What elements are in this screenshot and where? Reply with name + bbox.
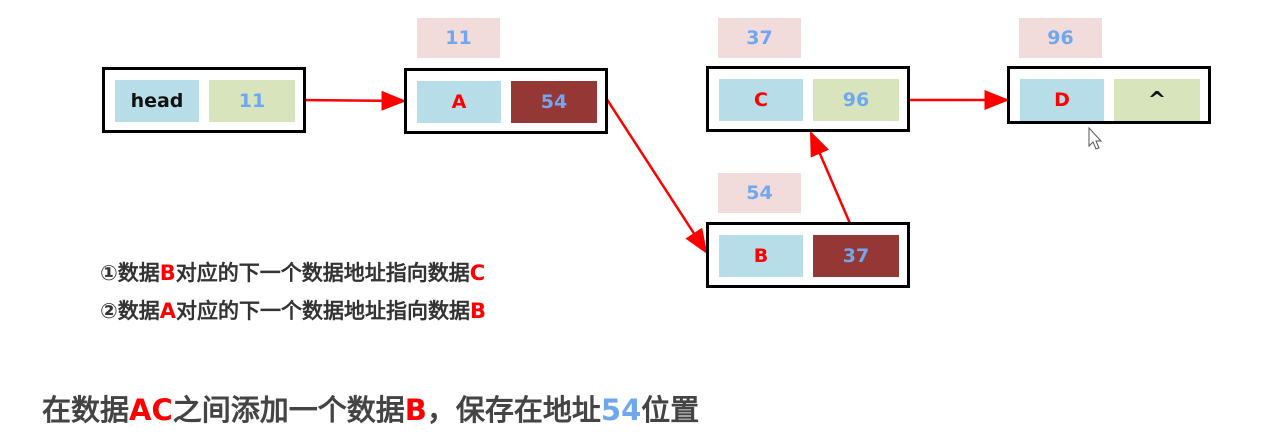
head-next-cell: 11 — [209, 80, 295, 122]
mouse-cursor-icon — [1088, 126, 1103, 150]
arrow-a-to-b — [595, 83, 708, 255]
node-b: B 37 — [706, 222, 910, 288]
node-b-data-cell: B — [719, 235, 803, 277]
arrow-b-to-c — [809, 130, 857, 236]
node-a: A 54 — [404, 68, 608, 134]
caption: 在数据AC之间添加一个数据B，保存在地址54位置 — [42, 393, 700, 427]
node-c: C 96 — [706, 66, 910, 132]
node-b-next-cell: 37 — [813, 235, 899, 277]
node-d: D ^ — [1007, 66, 1211, 124]
node-c-next-cell: 96 — [813, 79, 899, 121]
head-data-cell: head — [115, 80, 199, 122]
node-a-next-cell: 54 — [511, 81, 597, 123]
node-a-address: 11 — [417, 18, 500, 58]
node-c-data-cell: C — [719, 79, 803, 121]
step-2: ②数据A对应的下一个数据地址指向数据B — [100, 299, 487, 323]
step-1: ①数据B对应的下一个数据地址指向数据C — [100, 261, 486, 285]
arrow-head-to-a — [295, 90, 407, 111]
node-a-data-cell: A — [417, 81, 501, 123]
node-b-address: 54 — [718, 173, 801, 213]
head-node: head 11 — [102, 67, 306, 133]
node-d-next-cell: ^ — [1114, 79, 1200, 121]
node-d-address: 96 — [1019, 18, 1102, 58]
node-c-address: 37 — [718, 18, 801, 58]
node-d-data-cell: D — [1020, 79, 1104, 121]
